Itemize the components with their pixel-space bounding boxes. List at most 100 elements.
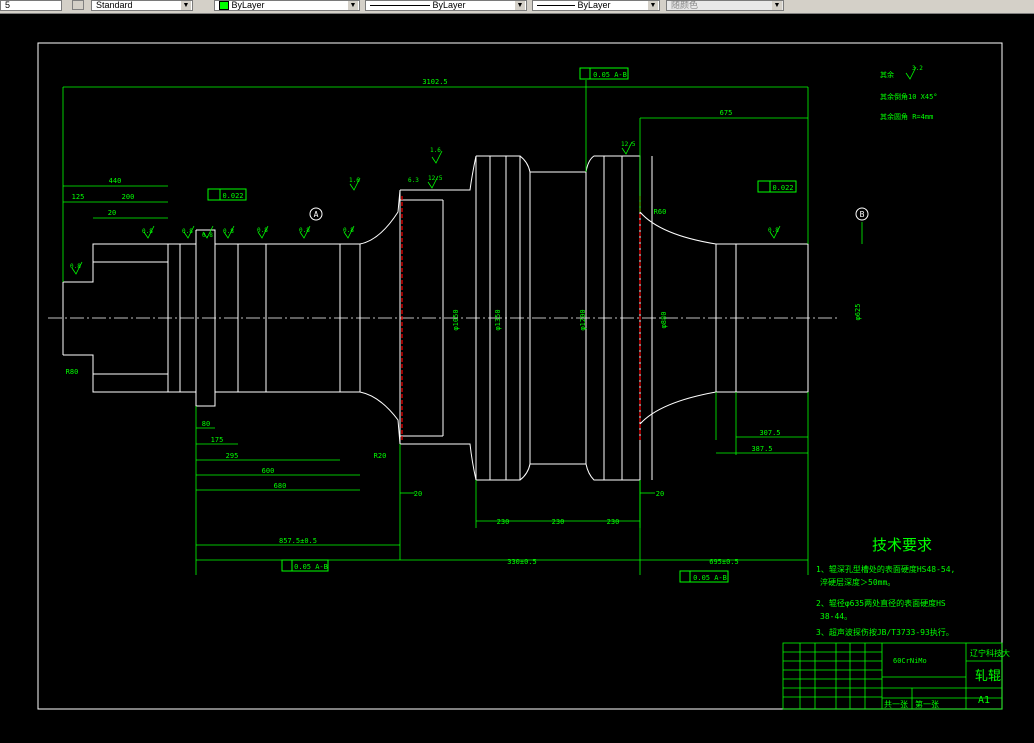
roughness-16: 1.6 <box>430 147 441 154</box>
dim-230c: 230 <box>607 518 620 526</box>
datum-a: A <box>309 207 323 221</box>
dim-387: 387.5 <box>751 445 772 453</box>
radius-r60: R60 <box>654 208 667 216</box>
red-section-lines <box>401 196 641 440</box>
dim-125: 125 <box>72 193 85 201</box>
partial-dropdown[interactable]: 5 <box>0 0 62 11</box>
roughness-08c: 0.8 <box>202 232 213 239</box>
radius-r20: R20 <box>374 452 387 460</box>
roughness-08h: 0.8 <box>70 263 81 270</box>
top-notes: 其余 其余倒角10 X45° 其余圆角 R=4mm <box>880 70 938 121</box>
tolerance-left: 0.022 <box>207 188 247 201</box>
roughness-08i: 0.8 <box>768 227 779 234</box>
lineweight-value: ByLayer <box>577 0 611 10</box>
roughness-08b: 0.8 <box>182 228 193 235</box>
dim-295: 295 <box>226 452 239 460</box>
tech-req-line3: 3、超声波探伤按JB/T3733-93执行。 <box>816 627 954 637</box>
textstyle-icon[interactable] <box>72 0 84 10</box>
tech-req-line2b: 38-44。 <box>820 612 852 621</box>
layer-color-dropdown[interactable]: ByLayer ▼ <box>214 0 360 11</box>
roughness-16b: 1.6 <box>349 177 360 184</box>
radius-r80: R80 <box>66 368 79 376</box>
svg-text:A: A <box>314 210 319 219</box>
dia-625: φ625 <box>854 304 862 321</box>
roughness-08f: 0.8 <box>299 227 310 234</box>
lineweight-dropdown[interactable]: ByLayer ▼ <box>532 0 660 11</box>
tb-sheet-size: A1 <box>978 695 990 706</box>
dim-307: 307.5 <box>759 429 780 437</box>
note-fillet: 其余圆角 R=4mm <box>880 112 933 121</box>
dim-680: 680 <box>274 482 287 490</box>
partial-dropdown-value: 5 <box>5 0 11 10</box>
dim-675: 675 <box>720 109 733 117</box>
svg-text:0.05 A-B: 0.05 A-B <box>294 563 328 571</box>
dim-20a: 20 <box>108 209 116 217</box>
roll-outline <box>62 155 809 481</box>
tolerance-right: 0.022 <box>757 180 797 193</box>
title-block <box>782 642 1003 710</box>
svg-text:B: B <box>860 210 865 219</box>
svg-text:0.022: 0.022 <box>772 184 793 192</box>
drawing-canvas[interactable]: A B 3102.5 440 125 200 20 675 80 175 295… <box>0 13 1034 738</box>
roughness-08d: 0.8 <box>223 228 234 235</box>
textstyle-dropdown[interactable]: Standard ▼ <box>91 0 193 11</box>
tolerance-bottom-right: 0.05 A-B <box>679 570 729 583</box>
roughness-125: 12.5 <box>428 175 443 182</box>
dim-20c: 20 <box>656 490 664 498</box>
roughness-rest: 3.2 <box>912 65 923 72</box>
chevron-down-icon: ▼ <box>181 1 191 10</box>
tolerance-bottom-left: 0.05 A-B <box>281 559 329 572</box>
tb-school: 辽宁科技大 <box>970 648 1010 658</box>
roughness-63: 6.3 <box>408 177 419 184</box>
properties-toolbar: 5 Standard ▼ ByLayer ▼ ByLayer ▼ ByLayer… <box>0 0 1034 14</box>
dim-330: 330±0.5 <box>507 558 537 566</box>
roughness-08e: 0.8 <box>257 227 268 234</box>
textstyle-value: Standard <box>96 0 133 10</box>
dim-80: 80 <box>202 420 210 428</box>
chevron-down-icon: ▼ <box>648 1 658 10</box>
dim-175: 175 <box>211 436 224 444</box>
chevron-down-icon: ▼ <box>348 1 358 10</box>
linetype-preview-icon <box>370 5 430 7</box>
title-block-texts: 60CrNiMo 辽宁科技大 轧辊 A1 共一张 第一张 <box>884 648 1010 709</box>
dia-1200: φ1200 <box>579 309 587 330</box>
drawing-svg[interactable]: A B 3102.5 440 125 200 20 675 80 175 295… <box>0 13 1034 738</box>
dim-230a: 230 <box>497 518 510 526</box>
layer-value: ByLayer <box>231 0 265 10</box>
plotstyle-dropdown[interactable]: 随颜色 ▼ <box>666 0 784 11</box>
lineweight-preview-icon <box>537 5 575 7</box>
tolerance-top: 0.05 A-B <box>579 67 629 80</box>
svg-text:0.05 A-B: 0.05 A-B <box>593 71 627 79</box>
note-rest: 其余 <box>880 70 894 79</box>
tech-req-title: 技术要求 <box>872 536 932 554</box>
drawing-border <box>37 42 1003 710</box>
tb-sheet-no: 第一张 <box>915 699 939 709</box>
dim-200: 200 <box>122 193 135 201</box>
dim-440: 440 <box>109 177 122 185</box>
dim-600: 600 <box>262 467 275 475</box>
linetype-value: ByLayer <box>432 0 466 10</box>
dia-880: φ880 <box>660 312 668 329</box>
diameter-texts: φ1200 φ1350 φ1050 φ880 φ625 R60 R80 R20 <box>66 208 862 460</box>
svg-text:0.022: 0.022 <box>222 192 243 200</box>
dimension-lines <box>62 80 863 575</box>
dimension-texts: 3102.5 440 125 200 20 675 80 175 295 600… <box>72 78 781 566</box>
roughness-values: 3.2 0.8 0.8 0.8 0.8 0.8 0.8 0.8 0.8 0.8 … <box>70 65 923 270</box>
plotstyle-value: 随颜色 <box>671 0 699 10</box>
tb-material: 60CrNiMo <box>893 657 927 665</box>
tb-part-name: 轧辊 <box>975 669 1001 684</box>
dim-857: 857.5±0.5 <box>279 537 317 545</box>
note-chamfer: 其余倒角10 X45° <box>880 92 938 101</box>
roughness-08a: 0.8 <box>142 228 153 235</box>
roughness-08g: 0.8 <box>343 227 354 234</box>
tb-sheets-total: 共一张 <box>884 700 908 709</box>
tech-req-line1a: 1、辊深孔型槽处的表面硬度HS48-54, <box>816 564 955 574</box>
chevron-down-icon: ▼ <box>772 1 782 10</box>
svg-text:0.05 A-B: 0.05 A-B <box>693 574 727 582</box>
tech-req-line2a: 2、辊径φ635两处直径的表面硬度HS <box>816 598 946 608</box>
dim-230b: 230 <box>552 518 565 526</box>
datum-b: B <box>855 207 869 221</box>
linetype-dropdown[interactable]: ByLayer ▼ <box>365 0 527 11</box>
dim-695: 695±0.5 <box>709 558 739 566</box>
dim-total-length: 3102.5 <box>422 78 447 86</box>
